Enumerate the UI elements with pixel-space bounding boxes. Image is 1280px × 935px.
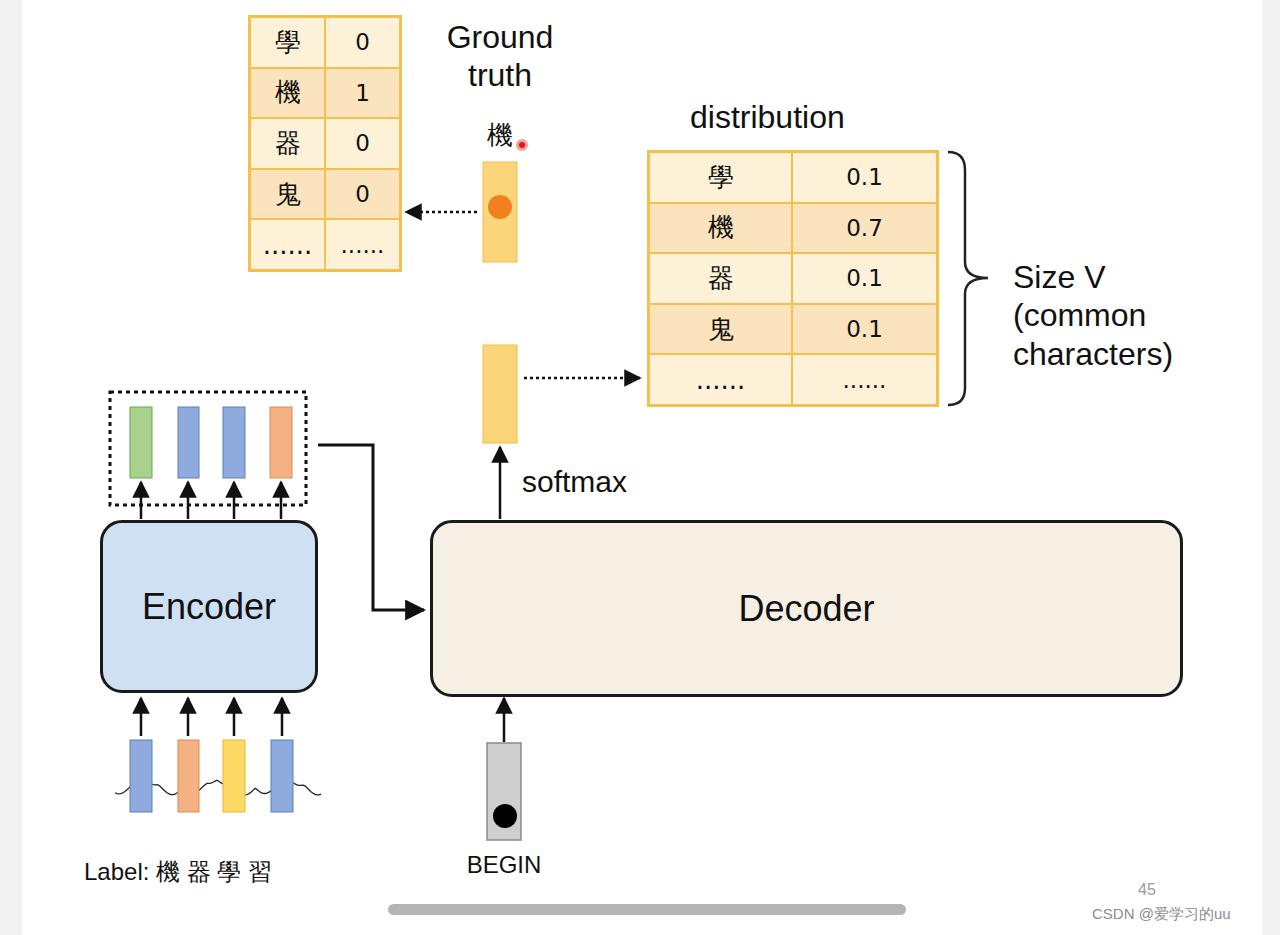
table-cell: 學: [649, 152, 792, 203]
page-number: 45: [1138, 880, 1178, 899]
decoder-box: Decoder: [430, 520, 1183, 697]
vector: [223, 407, 245, 478]
vector: [130, 740, 152, 812]
token-vector: [466, 742, 542, 842]
bracket: [948, 152, 988, 405]
table-cell: 0.1: [792, 152, 937, 203]
vector: [223, 740, 245, 812]
table-cell: 1: [325, 68, 400, 119]
scroll-bar: [388, 904, 906, 915]
page-margin: [1262, 0, 1280, 935]
softmax-label: softmax: [522, 464, 662, 500]
cursor-dot: [516, 139, 528, 151]
page-margin: [0, 0, 22, 935]
box-title: Decoder: [738, 588, 874, 630]
vector: [270, 407, 292, 478]
token-label: BEGIN: [467, 851, 542, 879]
begin-token: BEGIN: [466, 742, 542, 879]
table-cell: 鬼: [250, 169, 325, 220]
caption-label: distribution: [690, 98, 910, 136]
table-cell: ......: [325, 219, 400, 270]
vector: [271, 740, 293, 812]
table-cell: 0.1: [792, 253, 937, 304]
table-cell: ......: [792, 354, 937, 405]
vector: [178, 407, 199, 478]
arrow-connector: [503, 698, 506, 742]
table-cell: 0.1: [792, 304, 937, 355]
sequence-label: Label: 機 器 學 習: [84, 858, 384, 887]
cursor-dot: [519, 142, 525, 148]
table-cell: ......: [250, 219, 325, 270]
table-cell: 0: [325, 17, 400, 68]
box-title: Encoder: [142, 586, 276, 628]
table-cell: 機: [649, 203, 792, 254]
dotted-arrow: [406, 211, 477, 214]
caption-label: Ground truth: [425, 18, 575, 95]
encoder-box: Encoder: [100, 520, 318, 693]
vector: [130, 407, 152, 478]
watermark: CSDN @爱学习的uu: [1092, 905, 1267, 923]
table-cell: 鬼: [649, 304, 792, 355]
table-cell: 學: [250, 17, 325, 68]
dotted-arrow: [524, 377, 640, 380]
size-note: Size V (common characters): [1013, 258, 1218, 373]
table-cell: 0: [325, 118, 400, 169]
encoder-input-arrows: [141, 698, 282, 736]
output-vector: [483, 345, 517, 443]
token-box: [487, 743, 521, 840]
table-cell: 0.7: [792, 203, 937, 254]
vector: [178, 740, 199, 812]
distribution-table: 學0.1機0.7器0.1鬼0.1............: [647, 150, 939, 407]
context-arrow: [318, 445, 424, 610]
one-hot-dot: [488, 195, 512, 219]
table-cell: ......: [649, 354, 792, 405]
dashed-group: [110, 392, 306, 505]
encoder-output-arrows: [141, 482, 281, 519]
table-cell: 器: [649, 253, 792, 304]
softmax-arrow: [499, 447, 502, 519]
ground-truth-table: 學0機1器0鬼0............: [248, 15, 402, 272]
table-cell: 0: [325, 169, 400, 220]
table-cell: 機: [250, 68, 325, 119]
token-dot: [493, 804, 517, 828]
one-hot-vector: [483, 162, 517, 262]
table-cell: 器: [250, 118, 325, 169]
ground-truth-char: 機: [482, 120, 518, 151]
